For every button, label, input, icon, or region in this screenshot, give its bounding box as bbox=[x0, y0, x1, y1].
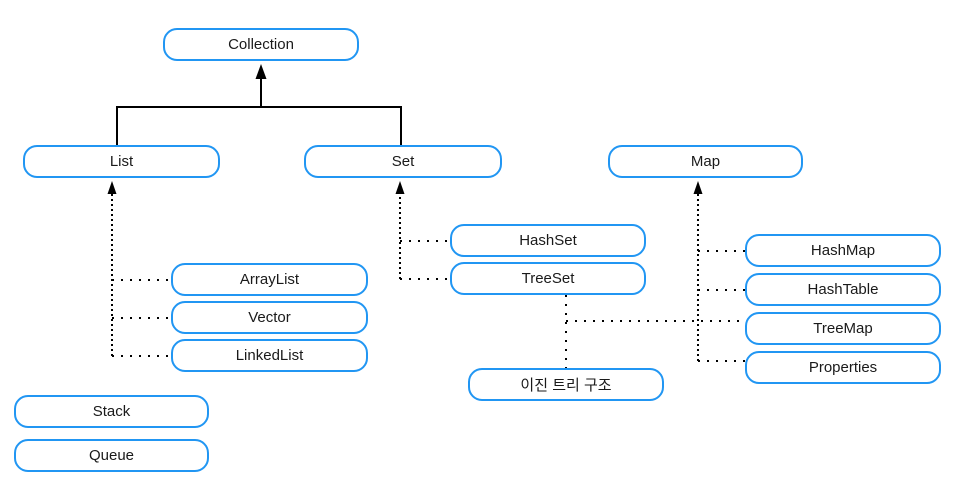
node-map: Map bbox=[608, 145, 803, 178]
node-stack: Stack bbox=[14, 395, 209, 428]
node-vector: Vector bbox=[171, 301, 368, 334]
collection-arrowhead bbox=[255, 64, 267, 79]
node-properties: Properties bbox=[745, 351, 941, 384]
node-treemap: TreeMap bbox=[745, 312, 941, 345]
list-set-joiner-line bbox=[116, 106, 402, 145]
node-list: List bbox=[23, 145, 220, 178]
node-binary-tree-structure: 이진 트리 구조 bbox=[468, 368, 664, 401]
node-hashtable: HashTable bbox=[745, 273, 941, 306]
dotted-arrow-shafts bbox=[111, 194, 699, 361]
list-arrowhead bbox=[107, 181, 117, 194]
node-linkedlist: LinkedList bbox=[171, 339, 368, 372]
node-set: Set bbox=[304, 145, 502, 178]
node-hashset: HashSet bbox=[450, 224, 646, 257]
dotted-branch-lines bbox=[112, 240, 745, 368]
node-collection: Collection bbox=[163, 28, 359, 61]
solid-connector-group bbox=[116, 78, 402, 145]
node-hashmap: HashMap bbox=[745, 234, 941, 267]
node-treeset: TreeSet bbox=[450, 262, 646, 295]
node-arraylist: ArrayList bbox=[171, 263, 368, 296]
node-queue: Queue bbox=[14, 439, 209, 472]
set-arrowhead bbox=[395, 181, 405, 194]
map-arrowhead bbox=[693, 181, 703, 194]
